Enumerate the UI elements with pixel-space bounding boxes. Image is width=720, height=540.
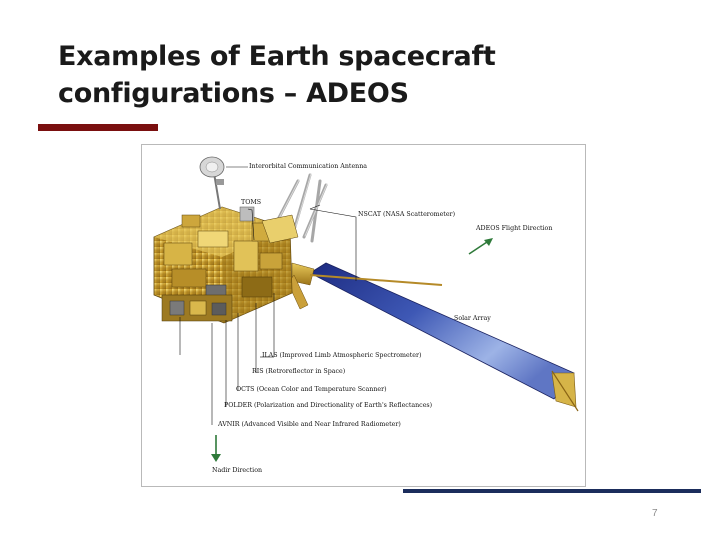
adeos-illustration <box>153 156 579 462</box>
label-avnir: AVNIR (Advanced Visible and Near Infrare… <box>218 421 401 428</box>
label-ilas: ILAS (Improved Limb Atmospheric Spectrom… <box>262 352 422 359</box>
spacecraft-bus <box>153 206 299 324</box>
label-nadir-direction: Nadir Direction <box>212 467 263 474</box>
label-nscat: NSCAT (NASA Scatterometer) <box>358 211 456 218</box>
label-solar-array: Solar Array <box>454 315 491 322</box>
label-interorbital-antenna: Interorbital Communication Antenna <box>249 163 368 170</box>
slide-title-line-2: configurations – ADEOS <box>58 78 409 109</box>
title-accent-rule <box>38 124 158 131</box>
label-ris: RIS (Retroreflector in Space) <box>252 368 346 375</box>
slide-title-line-1: Examples of Earth spacecraft <box>58 41 496 72</box>
label-flight-direction: ADEOS Flight Direction <box>476 225 553 232</box>
slide-title: Examples of Earth spacecraft configurati… <box>58 38 618 112</box>
adeos-diagram: Interorbital Communication Antenna TOMS … <box>141 144 586 487</box>
label-toms: TOMS <box>241 199 262 206</box>
label-polder: POLDER (Polarization and Directionality … <box>224 402 433 409</box>
interorbital-antenna <box>199 156 225 210</box>
label-octs: OCTS (Ocean Color and Temperature Scanne… <box>236 386 387 393</box>
footer-rule <box>403 489 701 493</box>
leader-lines <box>179 166 357 425</box>
solar-array-panel <box>309 262 575 400</box>
page-number: 7 <box>652 508 658 519</box>
